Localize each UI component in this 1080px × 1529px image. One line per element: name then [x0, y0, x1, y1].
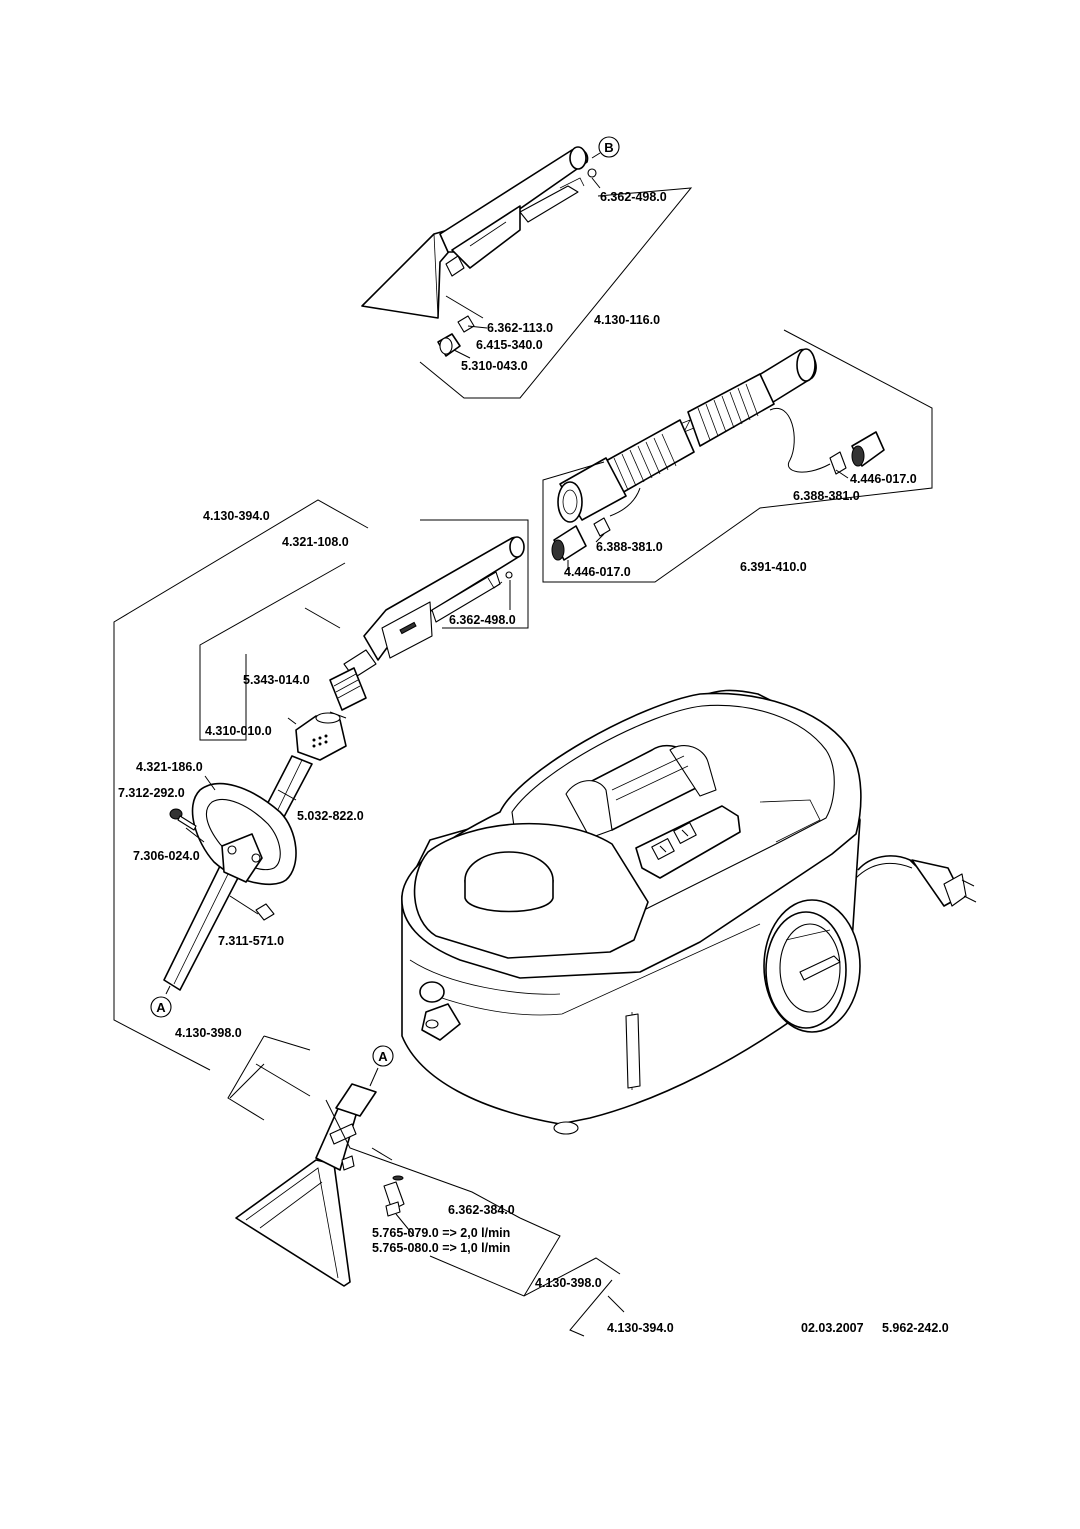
part-labels: 6.362-498.0 4.130-116.0 6.362-113.0 6.41… [118, 190, 949, 1335]
marker-a-nozzle: A [378, 1049, 388, 1064]
nozzle-insert [383, 1181, 405, 1217]
label-4130-116: 4.130-116.0 [594, 313, 660, 327]
floor-nozzle [235, 1083, 377, 1287]
label-4130-398-left: 4.130-398.0 [175, 1026, 242, 1040]
label-5032-822: 5.032-822.0 [297, 809, 364, 823]
wheel [763, 899, 861, 1033]
marker-b-circle [598, 136, 620, 158]
screw-7312 [169, 808, 197, 831]
marker-a-handle: A [156, 1000, 166, 1015]
label-7311-571: 7.311-571.0 [218, 934, 284, 948]
power-cord-plug [855, 855, 977, 907]
label-4130-394-bottom: 4.130-394.0 [607, 1321, 674, 1335]
o-ring-6362384 [392, 1175, 404, 1181]
footer-date: 02.03.2007 [801, 1321, 864, 1335]
label-4130-398-bottom: 4.130-398.0 [535, 1276, 602, 1290]
marker-a-nozzle-circle [372, 1045, 394, 1067]
label-5765-079: 5.765-079.0 => 2,0 l/min [372, 1226, 510, 1240]
hand-tool-upholstery-nozzle [361, 146, 597, 357]
label-6362-384: 6.362-384.0 [448, 1203, 515, 1217]
label-5310-043: 5.310-043.0 [461, 359, 528, 373]
handle-tube [329, 536, 525, 711]
hand-grip-bracket [191, 782, 297, 886]
label-6388-381-left: 6.388-381.0 [596, 540, 663, 554]
label-7312-292: 7.312-292.0 [118, 786, 185, 800]
label-6362-498-top: 6.362-498.0 [600, 190, 667, 204]
label-5343-014: 5.343-014.0 [243, 673, 310, 687]
label-6391-410: 6.391-410.0 [740, 560, 807, 574]
nozzle-group-leaders [227, 1035, 625, 1337]
machine-body [401, 689, 862, 1135]
label-6388-381-right: 6.388-381.0 [793, 489, 860, 503]
label-4446-017-right: 4.446-017.0 [850, 472, 917, 486]
hose-group-leaders [542, 329, 933, 583]
marker-a-handle-circle [150, 996, 172, 1018]
nut-7311 [255, 903, 275, 921]
footer-doc-number: 5.962-242.0 [882, 1321, 949, 1335]
tube-coupling [295, 712, 347, 761]
label-4321-186: 4.321-186.0 [136, 760, 203, 774]
handle-group-leaders [113, 499, 529, 1071]
label-4130-394-top: 4.130-394.0 [203, 509, 270, 523]
marker-b: B [604, 140, 613, 155]
label-6362-113: 6.362-113.0 [487, 321, 553, 335]
label-6415-340: 6.415-340.0 [476, 338, 543, 352]
suction-hose-assembly [551, 348, 885, 561]
label-6362-498-mid: 6.362-498.0 [449, 613, 516, 627]
label-4310-010: 4.310-010.0 [205, 724, 272, 738]
label-7306-024: 7.306-024.0 [133, 849, 200, 863]
label-4321-108: 4.321-108.0 [282, 535, 349, 549]
top-group-leaders [419, 177, 693, 399]
label-5765-080: 5.765-080.0 => 1,0 l/min [372, 1241, 510, 1255]
label-4446-017-left: 4.446-017.0 [564, 565, 631, 579]
